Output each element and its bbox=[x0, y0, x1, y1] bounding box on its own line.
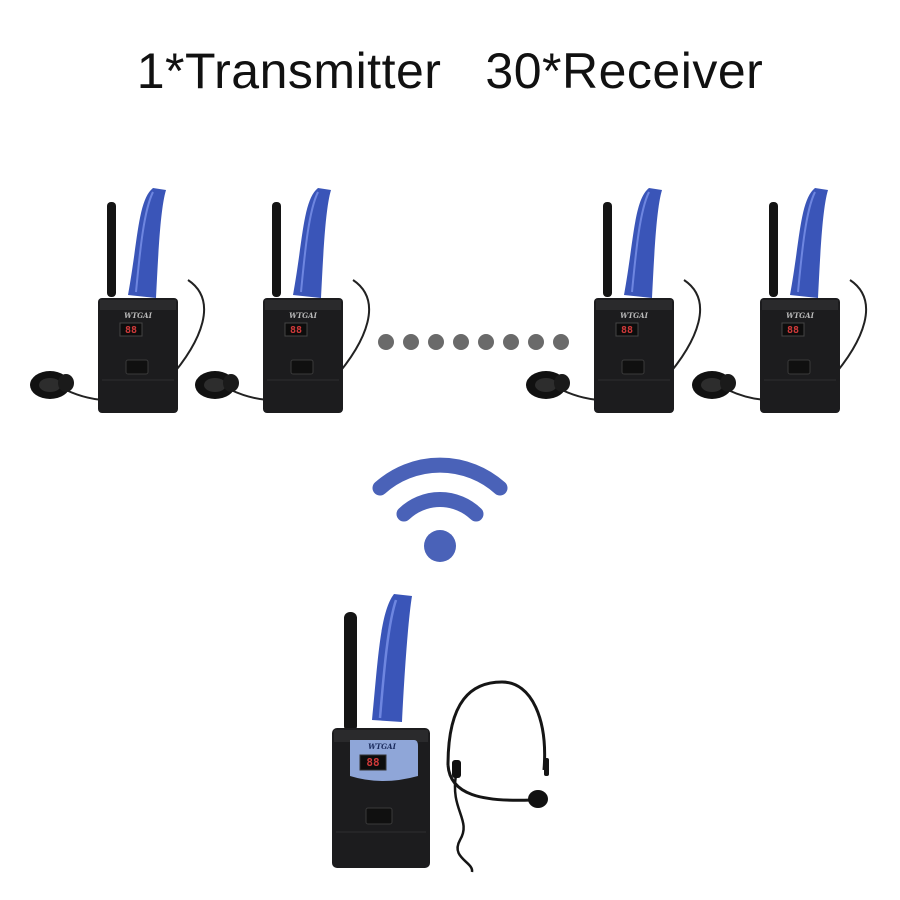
transmitter-lcd-display: 88 bbox=[366, 756, 379, 769]
receiver-lcd-display: 88 bbox=[621, 325, 633, 336]
receiver-count-label: 30*Receiver bbox=[485, 43, 764, 99]
dot bbox=[553, 334, 569, 350]
receiver-brand-logo: WTGAI bbox=[786, 311, 814, 320]
dot bbox=[478, 334, 494, 350]
receiver-unit-2: WTGAI 88 bbox=[193, 180, 383, 420]
dot bbox=[428, 334, 444, 350]
dot bbox=[528, 334, 544, 350]
receiver-lcd-display: 88 bbox=[125, 325, 137, 336]
dot bbox=[403, 334, 419, 350]
transmitter-count-label: 1*Transmitter bbox=[136, 43, 442, 99]
receiver-brand-logo: WTGAI bbox=[289, 311, 317, 320]
transmitter-unit: WTGAI 88 bbox=[322, 590, 582, 880]
receiver-brand-logo: WTGAI bbox=[620, 311, 648, 320]
dot bbox=[378, 334, 394, 350]
receiver-unit-1: WTGAI 88 bbox=[28, 180, 218, 420]
dot bbox=[503, 334, 519, 350]
continuation-dots bbox=[378, 334, 569, 350]
receiver-lcd-display: 88 bbox=[787, 325, 799, 336]
wifi-signal-icon bbox=[372, 457, 508, 562]
transmitter-brand-logo: WTGAI bbox=[368, 742, 396, 751]
headline: 1*Transmitter 30*Receiver bbox=[0, 42, 900, 100]
receiver-unit-3: WTGAI 88 bbox=[524, 180, 714, 420]
receiver-lcd-display: 88 bbox=[290, 325, 302, 336]
receiver-unit-4: WTGAI 88 bbox=[690, 180, 880, 420]
receiver-brand-logo: WTGAI bbox=[124, 311, 152, 320]
dot bbox=[453, 334, 469, 350]
